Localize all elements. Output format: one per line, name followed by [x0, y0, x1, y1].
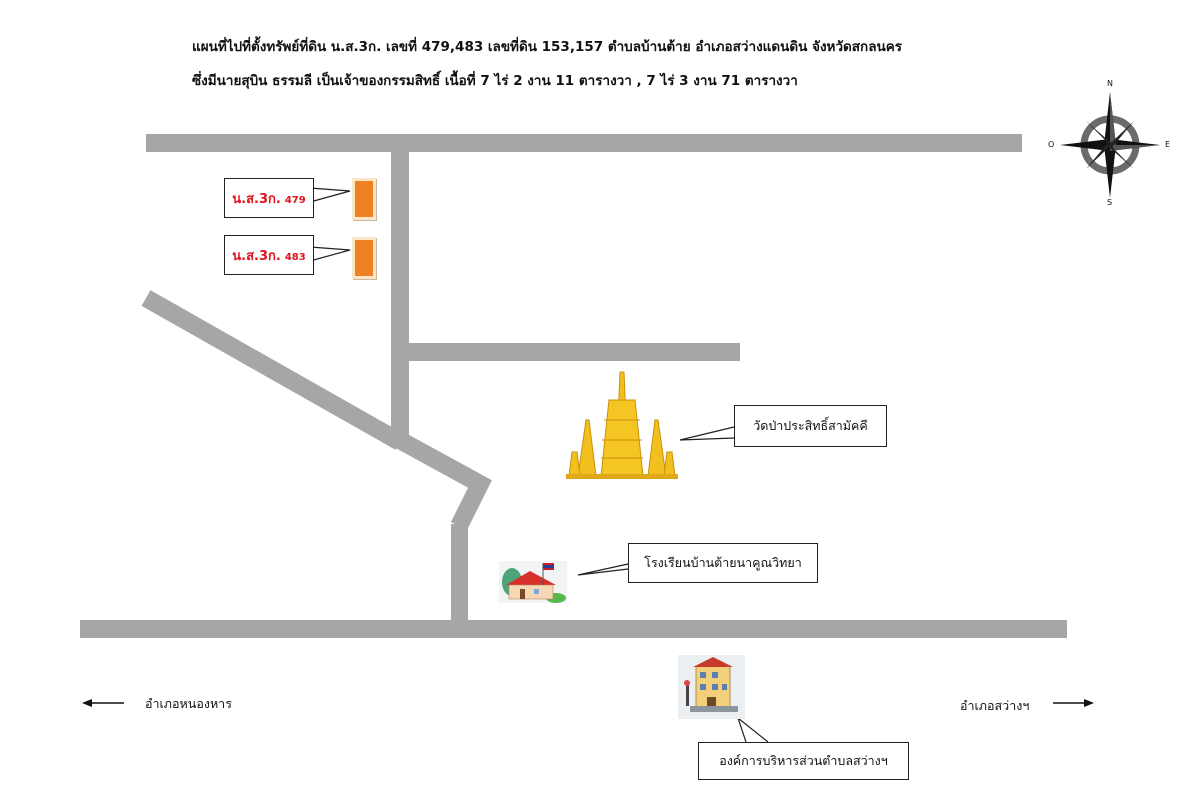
office-callout: องค์การบริหารส่วนตำบลสว่างฯ	[698, 742, 909, 780]
parcel-479-marker	[352, 178, 376, 220]
compass-east-label: E	[1165, 140, 1171, 149]
parcel-479-callout: น.ส.3ก.479	[224, 178, 314, 218]
compass-west-label: O	[1048, 140, 1055, 149]
road-vertical-south	[451, 524, 468, 624]
parcel-483-callout: น.ส.3ก.483	[224, 235, 314, 275]
road-south-main	[80, 620, 1067, 638]
parcel-483-label: น.ส.3ก.483	[232, 245, 305, 266]
road-diagonal-center	[391, 430, 492, 531]
parcel-479-label: น.ส.3ก.479	[232, 188, 305, 209]
callout-pointer-office	[736, 716, 769, 743]
office-label: องค์การบริหารส่วนตำบลสว่างฯ	[719, 753, 888, 768]
temple-callout: วัดป่าประสิทธิ์สามัคคี	[734, 405, 887, 447]
parcel-483-number: 483	[284, 251, 306, 263]
parcel-483-marker	[352, 237, 376, 279]
school-icon	[499, 561, 567, 603]
direction-west-label: อำเภอหนองหาร	[145, 696, 232, 711]
arrow-right-icon	[1053, 699, 1094, 707]
temple-icon	[566, 371, 678, 479]
callout-pointer-temple	[679, 426, 735, 441]
direction-east-label: อำเภอสว่างฯ	[960, 698, 1030, 713]
callout-pointer-parcel-479	[309, 187, 351, 203]
compass-south-label: S	[1107, 198, 1113, 207]
parcel-479-prefix: น.ส.3ก.	[232, 191, 281, 207]
road-north	[146, 134, 1022, 152]
road-diagonal-west	[141, 290, 405, 450]
parcel-483-prefix: น.ส.3ก.	[232, 248, 281, 264]
school-label: โรงเรียนบ้านต้ายนาคูณวิทยา	[644, 555, 802, 570]
callout-pointer-parcel-483	[309, 246, 351, 262]
callout-pointer-school	[577, 563, 629, 576]
parcel-479-number: 479	[284, 194, 306, 206]
school-callout: โรงเรียนบ้านต้ายนาคูณวิทยา	[628, 543, 818, 583]
road-vertical-main	[391, 152, 409, 442]
map-title-line-1: แผนที่ไปที่ตั้งทรัพย์ที่ดิน น.ส.3ก. เลขท…	[192, 39, 902, 55]
road-branch-east	[409, 343, 740, 361]
office-building-icon	[678, 655, 745, 719]
map-title-line-2: ซึ่งมีนายสุบิน ธรรมลี เป็นเจ้าของกรรมสิท…	[192, 73, 798, 89]
temple-label: วัดป่าประสิทธิ์สามัคคี	[753, 418, 868, 433]
arrow-left-icon	[82, 699, 124, 707]
compass-rose-icon	[1060, 92, 1160, 198]
compass-north-label: N	[1107, 79, 1113, 88]
